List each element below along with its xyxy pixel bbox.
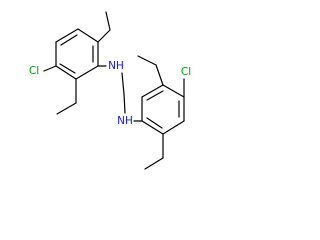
bond — [144, 157, 164, 170]
left-ethyl-top — [97, 11, 111, 43]
bond — [162, 84, 185, 98]
bond — [141, 84, 164, 98]
bond — [75, 65, 99, 80]
bond — [141, 120, 164, 135]
left-ethyl-bottom — [56, 78, 77, 115]
bond — [105, 11, 111, 31]
right-benzene-ring — [141, 84, 185, 135]
chlorine-label-right: Cl — [181, 66, 191, 78]
methylene-linker — [121, 72, 126, 114]
bond — [55, 65, 77, 80]
amine-label-right: NH — [117, 115, 133, 127]
double-bond-inner — [146, 117, 163, 129]
bond — [97, 29, 111, 43]
bond — [56, 102, 77, 115]
amine-label-left: NH — [108, 60, 124, 72]
chemical-structure: Cl NH Cl NH — [29, 11, 191, 170]
right-ethyl-top — [137, 55, 164, 86]
double-bond-inner — [146, 90, 164, 101]
bond — [55, 28, 79, 43]
bond — [155, 64, 164, 86]
chlorine-label-left: Cl — [29, 65, 39, 77]
left-c-cl-bond — [43, 65, 57, 72]
double-bond-inner — [59, 63, 76, 74]
bond — [121, 72, 125, 95]
double-bond-inner — [60, 34, 78, 46]
bond — [77, 28, 99, 43]
bond — [162, 120, 185, 135]
bond — [123, 93, 126, 114]
right-ethyl-bottom — [144, 133, 164, 170]
left-benzene-ring — [55, 28, 99, 80]
bond — [137, 55, 157, 66]
